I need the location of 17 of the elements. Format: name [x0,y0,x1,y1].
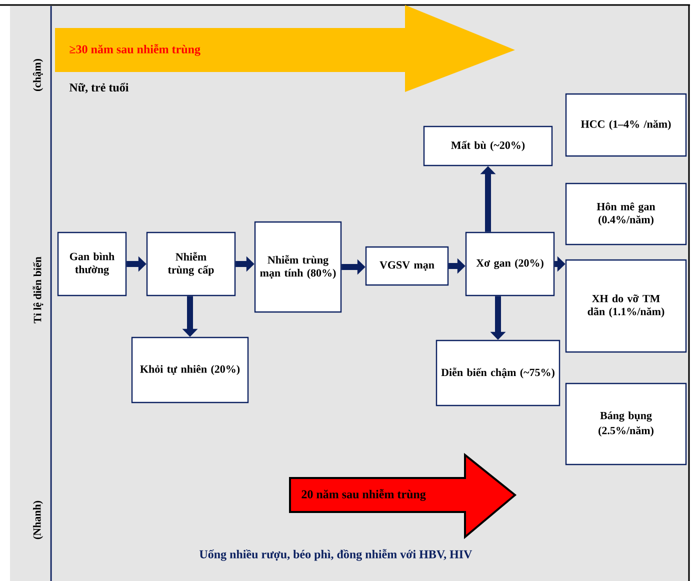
process-box: Báng bụng (2.5%/năm) [565,382,687,466]
process-box: Khỏi tự nhiên (20%) [131,336,249,404]
note-text: Uống nhiều rượu, béo phì, đồng nhiễm với HBV, HIV [200,549,472,561]
process-box: Diễn biến chậm (~75%) [436,340,560,406]
note-text: Nữ, trẻ tuổi [69,82,129,94]
process-box: Nhiễm trùng cấp [146,232,236,296]
process-box: Hôn mê gan (0.4%/năm) [565,182,687,246]
axis-label: (Nhanh) [33,500,43,540]
axis-label: (chậm) [32,58,44,91]
process-box: HCC (1–4% /năm) [565,93,687,157]
process-box: Gan bình thường [57,232,127,296]
process-box: Nhiễm trùng mạn tính (80%) [254,221,342,313]
axis-label: Tỉ lệ diễn biến [32,256,44,324]
process-box: Mất bù (~20%) [423,126,553,166]
process-box: XH do vỡ TM dãn (1.1%/năm) [565,259,687,353]
process-box: VGSV mạn [365,246,449,286]
process-box: Xơ gan (20%) [465,232,555,296]
